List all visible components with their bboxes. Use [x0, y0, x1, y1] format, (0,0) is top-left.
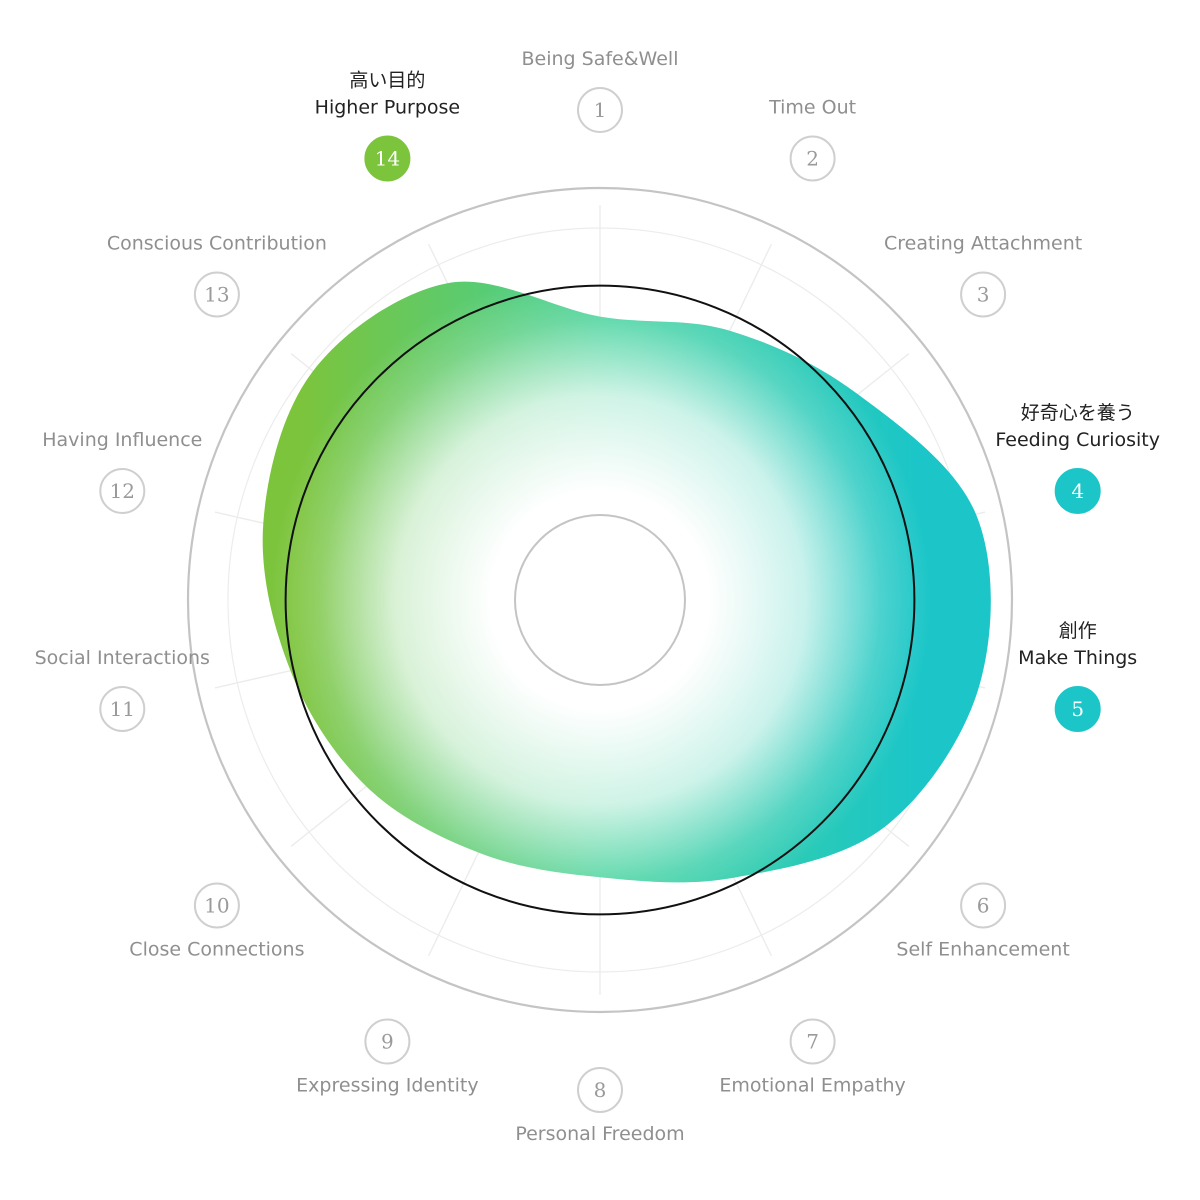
axis-number: 14 [375, 147, 400, 171]
axis-number-badge[interactable] [960, 882, 1007, 929]
center-circle [514, 514, 686, 686]
axis-14[interactable]: 14 Higher Purpose 高い目的 [315, 70, 460, 182]
reference-circle [284, 284, 916, 916]
axis-number: 10 [204, 894, 229, 918]
axis-number-badge[interactable] [193, 882, 240, 929]
axis-13[interactable]: 13 Conscious Contribution [107, 233, 327, 318]
axis-number: 13 [204, 283, 229, 307]
reference-level-circle [284, 284, 916, 916]
axis-label: Emotional Empathy [719, 1075, 905, 1097]
axis-12[interactable]: 12 Having Influence [42, 429, 202, 514]
axis-number-badge[interactable] [364, 1018, 411, 1065]
axis-number: 11 [110, 697, 135, 721]
axis-1[interactable]: 1 Being Safe&Well [522, 48, 679, 133]
axis-number-badge[interactable] [1054, 686, 1101, 732]
axis-label: Being Safe&Well [522, 48, 679, 70]
axis-number: 9 [381, 1030, 394, 1054]
axis-number: 6 [977, 894, 990, 918]
axis-label: Expressing Identity [296, 1075, 478, 1097]
axis-label-japanese: 好奇心を養う [1021, 402, 1135, 424]
axis-number: 4 [1071, 479, 1084, 503]
axis-label: Time Out [768, 97, 856, 119]
axis-number: 3 [977, 283, 990, 307]
axis-number-badge[interactable] [789, 1018, 836, 1065]
axis-label: Creating Attachment [884, 233, 1082, 255]
axis-number: 5 [1071, 697, 1084, 721]
axis-number: 2 [806, 147, 819, 171]
outer-ring [186, 186, 1014, 1014]
axis-label: Social Interactions [35, 647, 210, 669]
axis-5[interactable]: 5 Make Things 創作 [1018, 620, 1137, 732]
axis-number-badge[interactable] [193, 271, 240, 318]
axis-label: Self Enhancement [896, 939, 1069, 961]
axis-label-japanese: 創作 [1059, 620, 1097, 642]
axis-number-badge[interactable] [960, 271, 1007, 318]
axis-number-badge[interactable] [1054, 468, 1101, 514]
axis-11[interactable]: 11 Social Interactions [35, 647, 210, 732]
axis-number: 12 [110, 479, 135, 503]
axis-3[interactable]: 3 Creating Attachment [884, 233, 1082, 318]
axis-label: Conscious Contribution [107, 233, 327, 255]
axis-number-badge[interactable] [364, 135, 411, 182]
axis-labels: 1 Being Safe&Well 2 Time Out 3 Creating Attac… [35, 48, 1160, 1145]
axis-number-badge[interactable] [99, 468, 146, 514]
axis-number-badge[interactable] [789, 135, 836, 182]
axis-4[interactable]: 4 Feeding Curiosity 好奇心を養う [995, 402, 1160, 514]
axis-number: 8 [594, 1078, 607, 1102]
axis-number: 1 [594, 98, 607, 122]
inner-hole [514, 514, 686, 686]
axis-number: 7 [806, 1030, 819, 1054]
axis-2[interactable]: 2 Time Out [768, 97, 856, 182]
axis-number-badge[interactable] [99, 686, 146, 732]
axis-label: Feeding Curiosity [995, 429, 1160, 451]
axis-label: Having Influence [42, 429, 202, 451]
axis-number-badge[interactable] [577, 87, 623, 133]
axis-label: Make Things [1018, 647, 1137, 669]
axis-label: Higher Purpose [315, 97, 460, 119]
axis-number-badge[interactable] [577, 1067, 623, 1113]
axis-label: Personal Freedom [515, 1123, 684, 1145]
axis-label: Close Connections [129, 939, 304, 961]
axis-label-japanese: 高い目的 [349, 70, 425, 92]
